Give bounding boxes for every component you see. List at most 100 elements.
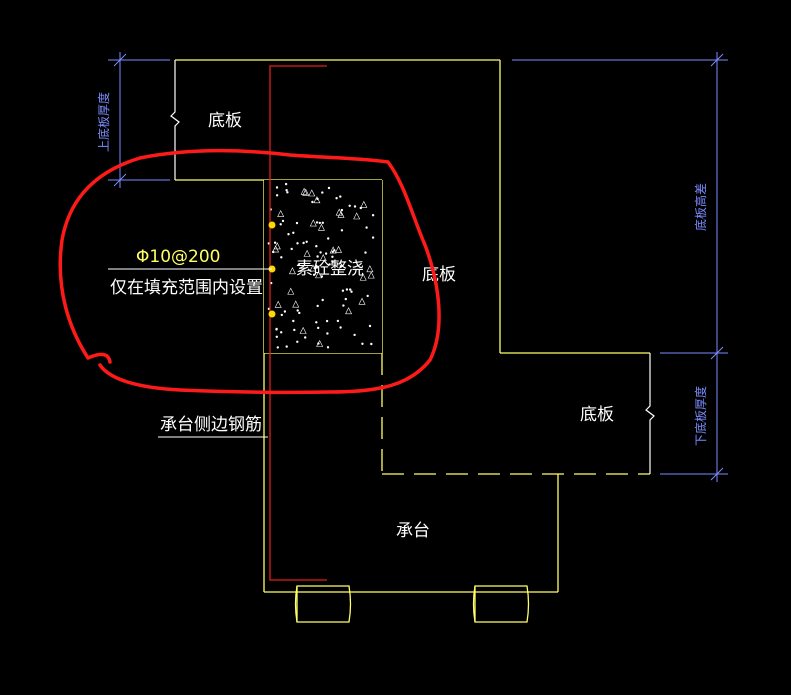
hatch-triangle xyxy=(272,245,280,253)
pile-cap-label: 承台 xyxy=(396,521,430,541)
hatch-triangle xyxy=(319,254,327,262)
hatch-triangle xyxy=(288,267,296,275)
hatch-dot xyxy=(348,204,351,208)
hatch-triangle xyxy=(360,200,368,208)
lower-slab-label: 底板 xyxy=(580,405,614,425)
hatch-dot xyxy=(326,346,330,349)
upper-slab-label: 底板 xyxy=(208,111,242,131)
height-diff-label: 底板高差 xyxy=(693,183,708,231)
hatch-dot xyxy=(286,191,289,194)
hatch-triangle xyxy=(366,265,374,273)
plain-concrete-label: 素砼整浇 xyxy=(296,259,364,279)
upper-dim-tick-bottom xyxy=(113,173,127,187)
side-rebar-lower xyxy=(269,350,327,581)
rebar-dot-3 xyxy=(268,310,276,318)
upper-dim-tick-top xyxy=(113,53,127,67)
right-slab-label: 底板 xyxy=(422,265,456,285)
plain-concrete-block xyxy=(264,180,382,353)
hatch-dot xyxy=(340,229,344,232)
piles xyxy=(294,585,530,623)
hatch-dot xyxy=(292,231,295,235)
hatch-dot xyxy=(353,333,356,337)
hatch-dot xyxy=(273,241,277,244)
hatch-triangle xyxy=(287,287,295,295)
lower-break-symbol xyxy=(645,353,655,474)
hatch-dot xyxy=(283,310,287,313)
hatch-triangle xyxy=(308,189,316,197)
hatch-dot xyxy=(315,264,318,267)
hatch-dot xyxy=(315,245,318,248)
concrete-hatch xyxy=(267,182,375,349)
hatch-dot xyxy=(319,251,322,254)
hatch-triangle xyxy=(274,300,282,308)
upper-thickness-label: 上底板厚度 xyxy=(96,92,111,152)
side-rebar-upper xyxy=(269,65,327,350)
rebar-dot-1 xyxy=(268,221,276,229)
hatch-dot xyxy=(371,236,375,239)
hatch-triangle xyxy=(367,271,375,279)
hatch-dot xyxy=(287,233,290,236)
hatch-dot xyxy=(324,252,328,255)
hatch-triangle xyxy=(316,339,324,347)
hatch-dot xyxy=(316,255,319,258)
hatch-dot xyxy=(312,273,316,276)
hatch-dot xyxy=(297,263,300,266)
hatch-dot xyxy=(327,186,331,190)
hatch-dot xyxy=(339,195,342,198)
hatch-triangle xyxy=(292,300,300,308)
hatch-dot xyxy=(326,332,329,335)
hatch-dot xyxy=(341,289,345,292)
hatch-dot xyxy=(295,221,299,225)
hatch-dot xyxy=(292,319,295,323)
hatch-dot xyxy=(349,288,352,291)
hatch-triangle xyxy=(302,188,310,196)
structure-outline xyxy=(175,59,650,593)
upper-break-symbol xyxy=(170,60,180,180)
rebar-note-label: 仅在填充范围内设置 xyxy=(110,278,263,298)
hatch-dot xyxy=(275,186,279,189)
hatch-dot xyxy=(293,328,296,332)
hatch-triangle xyxy=(313,196,321,204)
hatch-dot xyxy=(275,335,278,338)
hatch-dot xyxy=(328,263,331,266)
rebar-spec-label: Φ10@200 xyxy=(136,247,220,267)
hatch-dot xyxy=(331,250,334,254)
hatch-dot xyxy=(280,331,283,334)
hatch-dot xyxy=(365,226,368,229)
hatch-triangle xyxy=(309,264,317,272)
hatch-dot xyxy=(275,194,279,197)
hatch-dot xyxy=(339,326,342,329)
hatch-dot xyxy=(368,324,372,328)
hatch-dot xyxy=(280,256,283,259)
hatch-dot xyxy=(342,304,345,307)
hidden-lines xyxy=(381,353,650,475)
concrete-fill xyxy=(264,180,382,353)
hatch-dot xyxy=(280,313,283,317)
hatch-dot xyxy=(370,342,373,346)
hatch-triangle xyxy=(335,245,343,253)
hatch-dot xyxy=(361,342,364,345)
pile-right xyxy=(472,585,530,623)
hatch-dot xyxy=(366,294,369,298)
hatch-dot xyxy=(304,336,307,339)
right-dim-tick-bottom xyxy=(710,467,724,481)
hatch-dot xyxy=(353,205,357,208)
hatch-dot xyxy=(279,223,282,226)
side-rebar-label: 承台侧边钢筋 xyxy=(160,415,262,435)
hatch-dot xyxy=(345,288,349,291)
hatch-dot xyxy=(296,340,299,343)
hatch-dot xyxy=(315,321,318,324)
leader-lines xyxy=(108,268,272,438)
hatch-dot xyxy=(340,208,344,212)
hatch-triangle xyxy=(359,273,367,281)
hatch-dot xyxy=(298,311,301,315)
hatch-dot xyxy=(321,191,324,194)
hatch-dot xyxy=(275,328,278,331)
hatch-dot xyxy=(296,242,299,245)
hatch-dot xyxy=(311,200,314,204)
break-symbols xyxy=(170,60,655,474)
hatch-dot xyxy=(290,247,293,251)
hatch-triangle xyxy=(309,219,317,227)
hatch-triangle xyxy=(329,246,337,254)
